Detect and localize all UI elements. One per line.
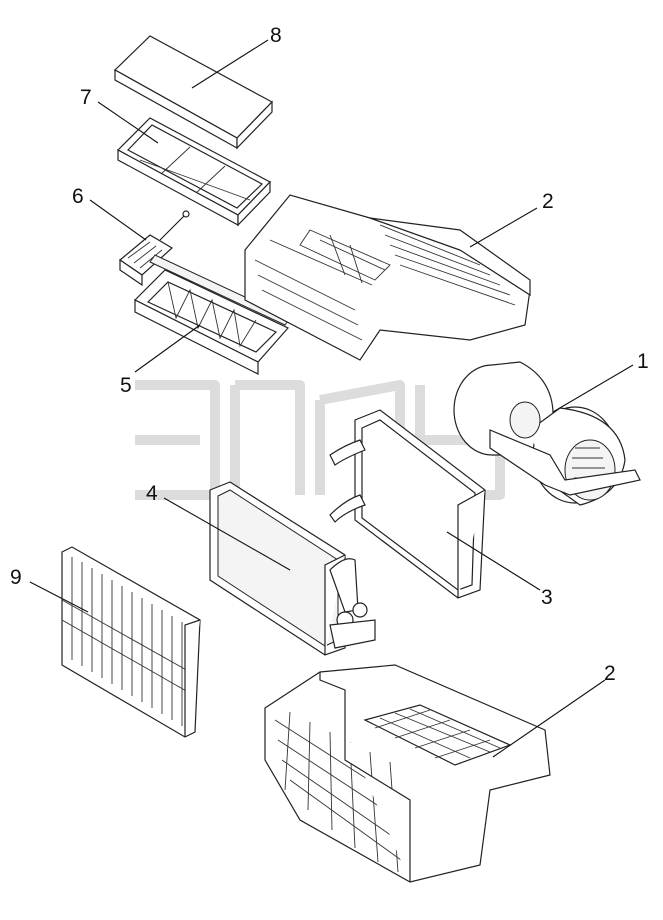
callout-7: 7 bbox=[80, 86, 92, 109]
leader-4 bbox=[163, 497, 291, 571]
part-2-upper-housing bbox=[244, 194, 531, 361]
part-2-lower-housing bbox=[264, 664, 551, 883]
callout-5: 5 bbox=[120, 374, 132, 397]
callout-labels: 1 2 3 4 5 6 7 8 9 2 bbox=[10, 24, 649, 685]
leader-6 bbox=[89, 199, 147, 241]
part-5-filter bbox=[133, 254, 291, 375]
part-6-sensor bbox=[119, 210, 190, 287]
part-3-heater-core bbox=[329, 409, 486, 599]
leader-9 bbox=[29, 581, 89, 613]
callout-2-lower: 2 bbox=[604, 662, 616, 685]
leader-5 bbox=[134, 324, 201, 373]
callout-3: 3 bbox=[541, 586, 553, 609]
leader-7 bbox=[97, 101, 159, 144]
part-1-blower bbox=[453, 361, 641, 506]
leader-2-lower bbox=[492, 679, 606, 758]
leader-2-upper bbox=[469, 207, 538, 248]
callout-4: 4 bbox=[146, 482, 158, 505]
callout-9: 9 bbox=[10, 566, 22, 589]
callout-8: 8 bbox=[270, 24, 282, 47]
callout-2-upper: 2 bbox=[542, 190, 554, 213]
leader-1 bbox=[552, 364, 634, 413]
leader-3 bbox=[446, 531, 541, 591]
leader-lines bbox=[29, 39, 634, 758]
leader-8 bbox=[191, 39, 269, 89]
callout-6: 6 bbox=[72, 185, 84, 208]
callout-1: 1 bbox=[637, 350, 649, 373]
part-9-cabin-filter bbox=[61, 546, 201, 738]
part-4-evaporator bbox=[209, 481, 376, 656]
